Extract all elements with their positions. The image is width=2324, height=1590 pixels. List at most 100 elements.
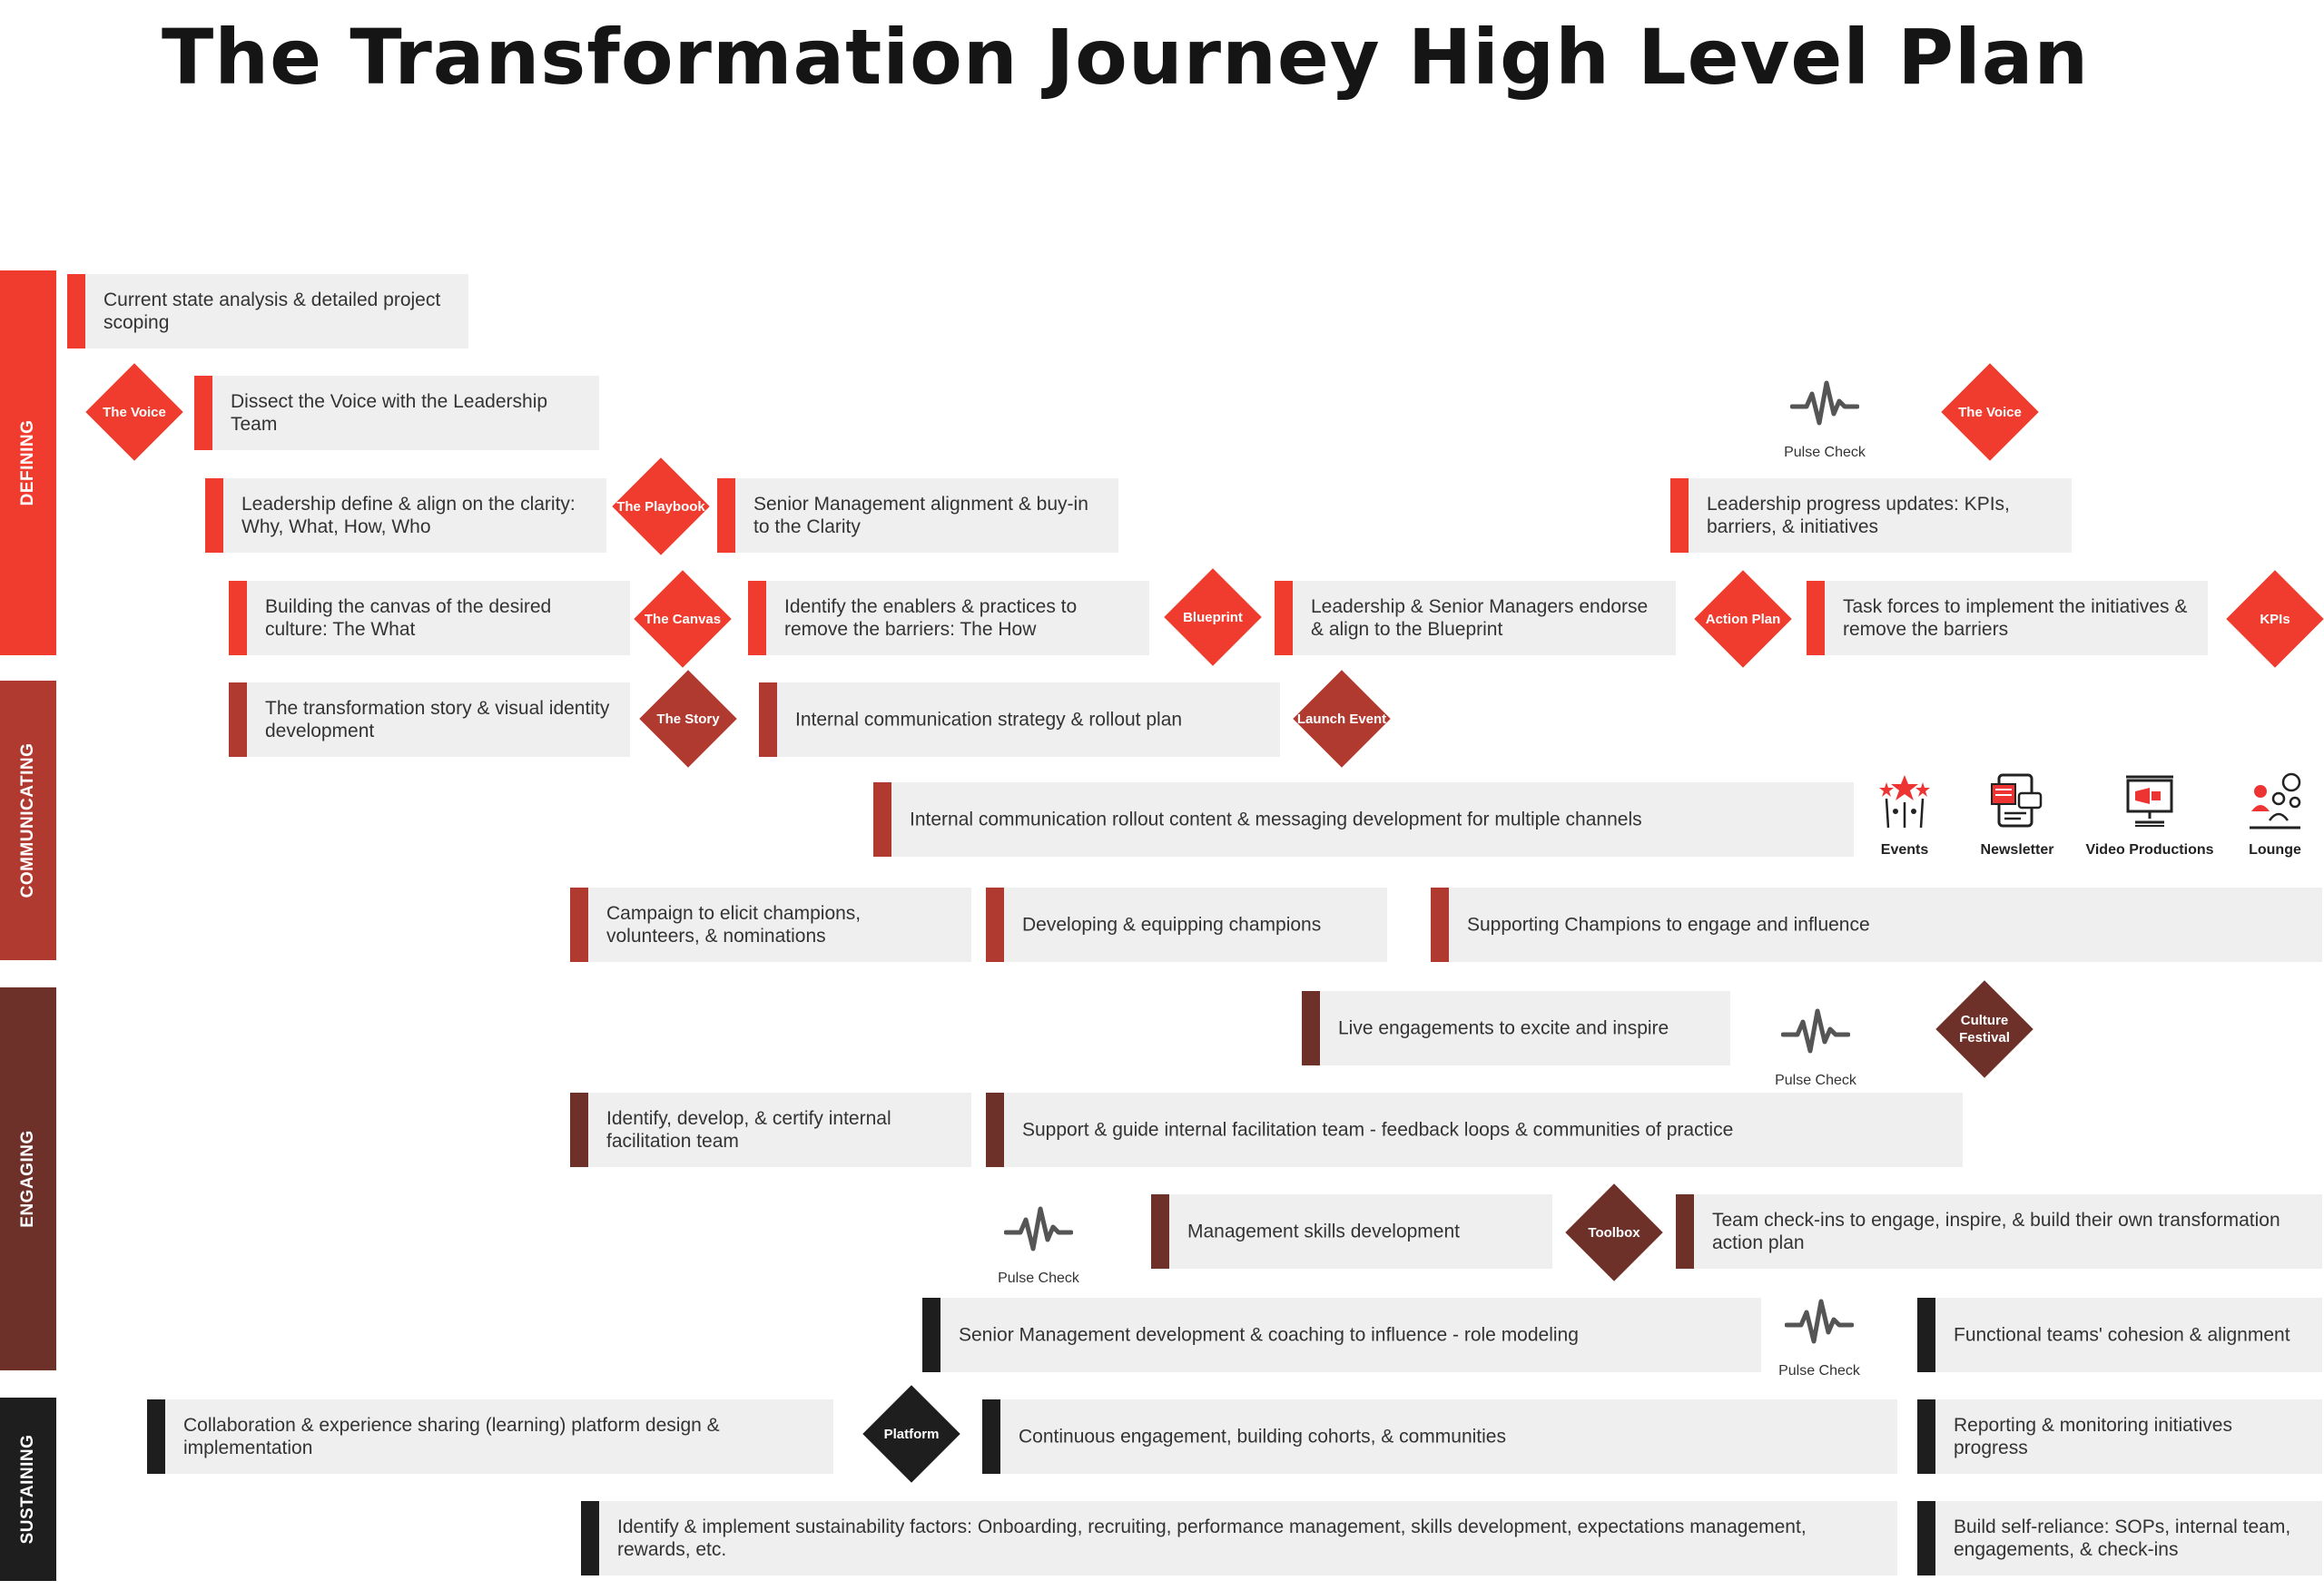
task-label: Continuous engagement, building cohorts,… <box>1019 1426 1506 1448</box>
task-label: Senior Management development & coaching… <box>959 1324 1579 1346</box>
phase-label: DEFINING <box>18 419 37 506</box>
task-bar: Internal communication strategy & rollou… <box>759 682 1280 757</box>
task-bar: Campaign to elicit champions, volunteers… <box>570 888 971 962</box>
task-accent <box>982 1399 1000 1474</box>
task-accent <box>205 478 223 553</box>
task-accent <box>570 1093 588 1167</box>
task-accent <box>229 581 247 655</box>
phase-label: SUSTAINING <box>18 1434 37 1545</box>
task-bar: Leadership progress updates: KPIs, barri… <box>1670 478 2072 553</box>
pulse-check: Pulse Check <box>984 1200 1093 1300</box>
task-accent <box>570 888 588 962</box>
task-accent <box>873 782 891 857</box>
task-label: Task forces to implement the initiatives… <box>1843 596 2188 640</box>
task-label: Campaign to elicit champions, volunteers… <box>606 903 862 947</box>
task-bar: Dissect the Voice with the Leadership Te… <box>194 376 599 450</box>
milestone-diamond: The Voice <box>85 363 183 461</box>
task-label: The transformation story & visual identi… <box>265 698 610 741</box>
newsletter-icon <box>1990 771 2044 829</box>
task-accent <box>759 682 777 757</box>
task-label: Building the canvas of the desired cultu… <box>265 596 552 640</box>
video-production-icon <box>2122 771 2177 829</box>
task-bar: Functional teams' cohesion & alignment <box>1917 1298 2322 1372</box>
task-bar: Identify, develop, & certify internal fa… <box>570 1093 971 1167</box>
task-label: Identify, develop, & certify internal fa… <box>606 1108 891 1152</box>
task-label: Supporting Champions to engage and influ… <box>1467 914 1870 936</box>
milestone-label: Platform <box>883 1426 940 1442</box>
channel-label: Lounge <box>2249 842 2301 858</box>
task-label: Reporting & monitoring initiatives progr… <box>1954 1415 2232 1458</box>
milestone-label: Culture Festival <box>1959 1013 2010 1045</box>
task-bar: Senior Management development & coaching… <box>922 1298 1761 1372</box>
task-label: Identify the enablers & practices to rem… <box>784 596 1078 640</box>
milestone-label: The Story <box>656 711 720 727</box>
task-label: Internal communication strategy & rollou… <box>795 709 1183 731</box>
pulse-check-label: Pulse Check <box>1775 1073 1856 1088</box>
task-label: Build self-reliance: SOPs, internal team… <box>1954 1516 2291 1560</box>
task-accent <box>1151 1194 1169 1269</box>
task-accent <box>1670 478 1689 553</box>
milestone-diamond: Blueprint <box>1164 568 1262 666</box>
milestone-diamond: Toolbox <box>1565 1183 1663 1281</box>
task-label: Senior Management alignment & buy-in to … <box>753 494 1088 537</box>
phase-bar-sustaining: SUSTAINING <box>0 1398 56 1581</box>
task-accent <box>1917 1399 1935 1474</box>
task-bar: Support & guide internal facilitation te… <box>986 1093 1963 1167</box>
task-accent <box>194 376 212 450</box>
channel-events: Events <box>1837 771 1973 871</box>
milestone-diamond: Culture Festival <box>1935 980 2034 1078</box>
channel-video-productions: Video Productions <box>2082 771 2218 871</box>
task-accent <box>1807 581 1825 655</box>
task-bar: Identify & implement sustainability fact… <box>581 1501 1897 1575</box>
milestone-label: The Voice <box>1958 404 2022 420</box>
milestone-label: The Voice <box>103 404 166 420</box>
task-bar: Supporting Champions to engage and influ… <box>1431 888 2322 962</box>
milestone-diamond: The Playbook <box>612 457 710 555</box>
task-bar: Senior Management alignment & buy-in to … <box>717 478 1118 553</box>
pulse-check: Pulse Check <box>1761 1002 1870 1102</box>
channel-newsletter: Newsletter <box>1949 771 2085 871</box>
task-accent <box>67 274 85 348</box>
task-accent <box>1917 1298 1935 1372</box>
task-accent <box>922 1298 940 1372</box>
milestone-diamond: Platform <box>862 1385 960 1483</box>
task-label: Developing & equipping champions <box>1022 914 1322 936</box>
pulse-check: Pulse Check <box>1765 1292 1874 1392</box>
task-label: Functional teams' cohesion & alignment <box>1954 1324 2290 1346</box>
lounge-icon <box>2248 771 2302 829</box>
task-bar: Continuous engagement, building cohorts,… <box>982 1399 1897 1474</box>
channel-label: Events <box>1880 842 1929 858</box>
task-bar: Management skills development <box>1151 1194 1552 1269</box>
phase-label: COMMUNICATING <box>18 742 37 898</box>
task-label: Leadership progress updates: KPIs, barri… <box>1707 494 2010 537</box>
milestone-label: Action Plan <box>1705 611 1781 627</box>
task-label: Live engagements to excite and inspire <box>1338 1017 1669 1039</box>
channel-lounge: Lounge <box>2207 771 2324 871</box>
task-label: Support & guide internal facilitation te… <box>1022 1119 1734 1141</box>
task-bar: Collaboration & experience sharing (lear… <box>147 1399 833 1474</box>
milestone-label: The Playbook <box>616 498 705 515</box>
task-accent <box>717 478 735 553</box>
phase-bar-engaging: ENGAGING <box>0 987 56 1370</box>
task-bar: Current state analysis & detailed projec… <box>67 274 468 348</box>
task-accent <box>1302 991 1320 1065</box>
phase-bar-defining: DEFINING <box>0 270 56 655</box>
phase-bar-communicating: COMMUNICATING <box>0 681 56 960</box>
task-label: Current state analysis & detailed projec… <box>103 290 441 333</box>
task-label: Management skills development <box>1187 1221 1460 1242</box>
task-bar: Building the canvas of the desired cultu… <box>229 581 630 655</box>
task-bar: Task forces to implement the initiatives… <box>1807 581 2208 655</box>
task-label: Leadership & Senior Managers endorse & a… <box>1311 596 1649 640</box>
milestone-diamond: KPIs <box>2226 570 2324 668</box>
pulse-check-label: Pulse Check <box>1778 1363 1860 1379</box>
page-title: The Transformation Journey High Level Pl… <box>162 13 2090 102</box>
milestone-label: Launch Event <box>1296 711 1387 727</box>
task-label: Team check-ins to engage, inspire, & bui… <box>1712 1210 2280 1253</box>
pulse-check: Pulse Check <box>1770 374 1879 474</box>
task-accent <box>229 682 247 757</box>
task-accent <box>1431 888 1449 962</box>
task-bar: The transformation story & visual identi… <box>229 682 630 757</box>
task-accent <box>581 1501 599 1575</box>
task-label: Leadership define & align on the clarity… <box>241 494 576 537</box>
task-label: Dissect the Voice with the Leadership Te… <box>231 391 548 435</box>
